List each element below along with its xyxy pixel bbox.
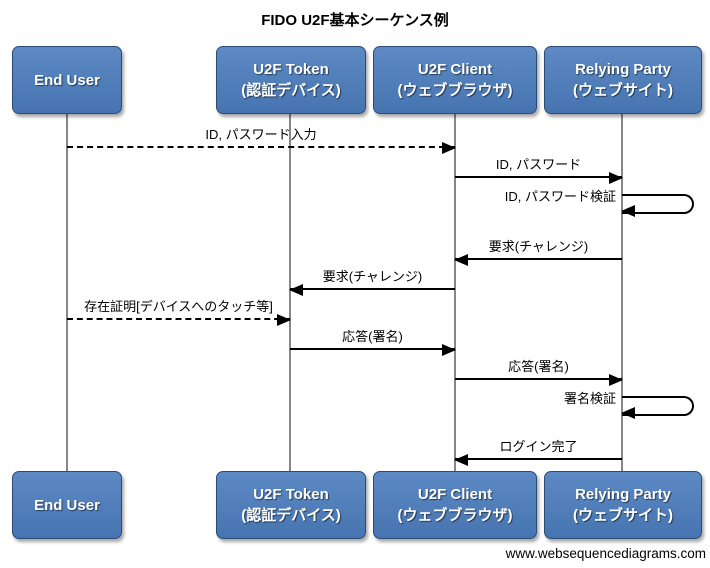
message-label: 応答(署名) bbox=[508, 359, 569, 374]
actor-top-u2f-token: U2F Token (認証デバイス) bbox=[216, 46, 366, 114]
actor-sublabel: (ウェブブラウザ) bbox=[397, 507, 513, 524]
actor-sublabel: (ウェブサイト) bbox=[573, 507, 673, 524]
actor-label: U2F Client bbox=[417, 61, 493, 78]
message-label: 応答(署名) bbox=[342, 329, 403, 344]
arrow-right-icon bbox=[277, 314, 291, 326]
message-label: 存在証明[デバイスへのタッチ等] bbox=[84, 299, 273, 314]
actor-sublabel: (認証デバイス) bbox=[241, 82, 341, 99]
actor-label: End User bbox=[34, 496, 100, 514]
actor-bottom-end-user: End User bbox=[12, 471, 122, 539]
msg-id-password-verify-label: ID, パスワード検証 bbox=[504, 189, 616, 204]
actor-label: U2F Token bbox=[253, 61, 329, 78]
actor-label: End User bbox=[34, 71, 100, 89]
actor-bottom-u2f-token: U2F Token (認証デバイス) bbox=[216, 471, 366, 539]
message-label: ID, パスワード入力 bbox=[205, 127, 317, 142]
message-label: ログイン完了 bbox=[499, 439, 578, 454]
actor-label: Relying Party bbox=[575, 486, 671, 503]
msg-id-password-input: ID, パスワード入力 bbox=[67, 127, 456, 154]
msg-login-complete: ログイン完了 bbox=[454, 439, 622, 466]
actor-label: U2F Client bbox=[417, 486, 493, 503]
lifeline-u2f-client bbox=[454, 114, 456, 471]
actor-sublabel: (ウェブサイト) bbox=[573, 82, 673, 99]
diagram-title: FIDO U2F基本シーケンス例 bbox=[261, 12, 449, 29]
arrow-left-icon bbox=[621, 407, 635, 419]
message-label: 要求(チャレンジ) bbox=[488, 239, 589, 254]
arrow-left-icon bbox=[454, 254, 468, 266]
msg-challenge-request-rp: 要求(チャレンジ) bbox=[454, 239, 622, 266]
lifeline-relying-party bbox=[621, 114, 623, 471]
actor-bottom-relying-party: Relying Party (ウェブサイト) bbox=[544, 471, 702, 539]
msg-challenge-request-client: 要求(チャレンジ) bbox=[289, 269, 455, 296]
lifeline-end-user bbox=[66, 114, 68, 471]
actor-top-relying-party: Relying Party (ウェブサイト) bbox=[544, 46, 702, 114]
msg-presence-proof: 存在証明[デバイスへのタッチ等] bbox=[67, 299, 291, 326]
actor-sublabel: (ウェブブラウザ) bbox=[397, 82, 513, 99]
arrow-right-icon bbox=[609, 172, 623, 184]
actor-label: U2F Token bbox=[253, 486, 329, 503]
actor-sublabel: (認証デバイス) bbox=[241, 507, 341, 524]
message-label: ID, パスワード bbox=[495, 157, 582, 172]
msg-id-password-verify-loop bbox=[621, 194, 694, 217]
actor-top-end-user: End User bbox=[12, 46, 122, 114]
arrow-left-icon bbox=[454, 454, 468, 466]
msg-signature-verify-loop bbox=[621, 396, 694, 419]
arrow-left-icon bbox=[289, 284, 303, 296]
watermark-text: www.websequencediagrams.com bbox=[505, 546, 706, 561]
arrow-right-icon bbox=[609, 374, 623, 386]
message-label: 要求(チャレンジ) bbox=[322, 269, 423, 284]
arrow-left-icon bbox=[621, 205, 635, 217]
msg-id-password: ID, パスワード bbox=[455, 157, 623, 184]
msg-response-signature-client: 応答(署名) bbox=[455, 359, 623, 386]
arrow-right-icon bbox=[442, 142, 456, 154]
actor-top-u2f-client: U2F Client (ウェブブラウザ) bbox=[373, 46, 537, 114]
msg-response-signature-token: 応答(署名) bbox=[290, 329, 456, 356]
actor-bottom-u2f-client: U2F Client (ウェブブラウザ) bbox=[373, 471, 537, 539]
arrow-right-icon bbox=[442, 344, 456, 356]
msg-signature-verify-label: 署名検証 bbox=[563, 391, 616, 406]
actor-label: Relying Party bbox=[575, 61, 671, 78]
